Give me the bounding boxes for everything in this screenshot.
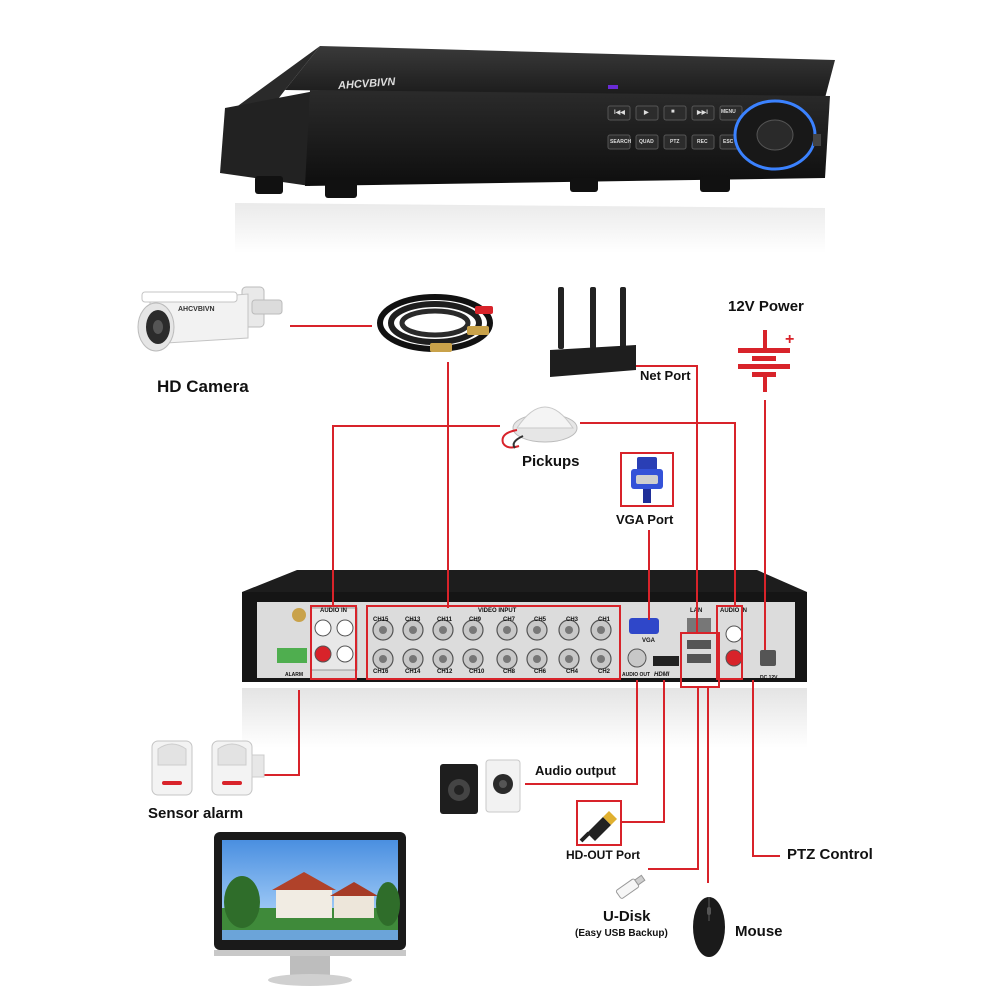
u-disk-label: U-Disk [603,908,651,925]
wire [298,690,300,776]
audio-output-label: Audio output [535,763,616,778]
coax-cable-icon [377,294,493,352]
hdmi-back-label: HDMI [654,672,670,678]
svg-text:+: + [785,331,794,348]
wire [622,821,665,823]
wire [262,774,300,776]
audio-in-label: AUDIO IN [320,608,347,614]
wire [752,680,754,856]
channel-label: CH2 [598,669,611,675]
channel-label: CH3 [566,617,579,623]
button-label-2: ▶ [644,110,649,116]
wire [332,425,334,605]
power-icon: + [738,330,794,392]
wire [290,325,372,327]
wire [525,783,638,785]
pir-sensor-icon [151,740,265,796]
channel-label: CH5 [534,617,547,623]
speakers-icon [440,759,521,814]
hd-camera-label: HD Camera [157,377,249,396]
wire [663,680,665,823]
vga-connector-icon [631,457,663,503]
router-icon [550,287,636,377]
channel-label: CH4 [566,669,579,675]
wire [447,362,449,608]
dvr-front-buttons: I◀◀ ▶ ■ ▶▶I MENU SEARCH QUAD PTZ REC ESC [608,106,748,166]
audio-in-highlight [310,605,357,680]
video-input-highlight [366,605,621,680]
channel-label: CH11 [437,617,453,623]
button-label-1: I◀◀ [614,110,625,116]
wire [697,688,699,870]
wire [707,688,709,883]
channel-label: CH10 [469,669,485,675]
button-label-5: MENU [721,109,736,115]
mouse-label: Mouse [735,923,783,940]
wire [648,868,699,870]
microphone-icon [501,406,578,449]
wire [636,680,638,785]
audio-in-right-highlight [716,605,743,680]
audio-in-right-label: AUDIO IN [720,608,747,614]
hdmi-cable-icon [579,811,617,843]
button-label-7: QUAD [639,139,654,145]
audio-out-back-label: AUDIO OUT [622,672,651,678]
power-back-label: DC 12V [760,675,778,681]
alarm-back-label: ALARM [285,672,304,678]
channel-label: CH12 [437,669,453,675]
usb-highlight [680,632,720,688]
dvr-back-icon [242,570,807,748]
vga-back-label: VGA [642,638,656,644]
channel-label: CH15 [373,617,389,623]
ptz-control-label: PTZ Control [787,846,873,863]
vga-connector-box [620,452,674,507]
wire [580,422,736,424]
channel-label: CH9 [469,617,482,623]
button-label-6: SEARCH [610,139,632,145]
vga-port-label: VGA Port [616,512,674,527]
wire [332,425,500,427]
button-label-8: PTZ [670,139,680,145]
camera-icon [137,286,283,352]
power-label: 12V Power [728,298,804,315]
wire [764,400,766,650]
monitor-icon [214,832,406,986]
channel-label: CH7 [503,617,516,623]
button-label-9: REC [697,139,708,145]
camera-brand: AHCVBIVN [178,306,215,313]
channel-labels-top: CH15 CH13 CH11 CH9 CH7 CH5 CH3 CH1 [370,617,620,627]
channel-label: CH6 [534,669,547,675]
button-label-4: ▶▶I [697,110,708,116]
wire [752,855,780,857]
u-disk-sub-label: (Easy USB Backup) [575,928,668,939]
usb-disk-icon [615,874,646,899]
wire [696,365,698,633]
button-label-10: ESC [723,139,734,145]
channel-label: CH1 [598,617,611,623]
pickups-label: Pickups [522,453,580,470]
channel-label: CH13 [405,617,421,623]
channel-label: CH16 [373,669,389,675]
channel-label: CH8 [503,669,516,675]
video-input-label: VIDEO INPUT [478,608,517,614]
sensor-alarm-label: Sensor alarm [148,805,244,822]
hd-out-port-label: HD-OUT Port [566,848,640,862]
button-label-3: ■ [671,109,675,115]
wire [734,422,736,605]
channel-label: CH14 [405,669,421,675]
dvr-front-icon [220,46,835,253]
wire [648,530,650,620]
mouse-icon [693,897,725,957]
net-port-label: Net Port [640,368,691,383]
wire [636,365,698,367]
channel-labels-bottom: CH16 CH14 CH12 CH10 CH8 CH6 CH4 CH2 [370,669,620,679]
hdmi-cable-box [576,800,622,846]
